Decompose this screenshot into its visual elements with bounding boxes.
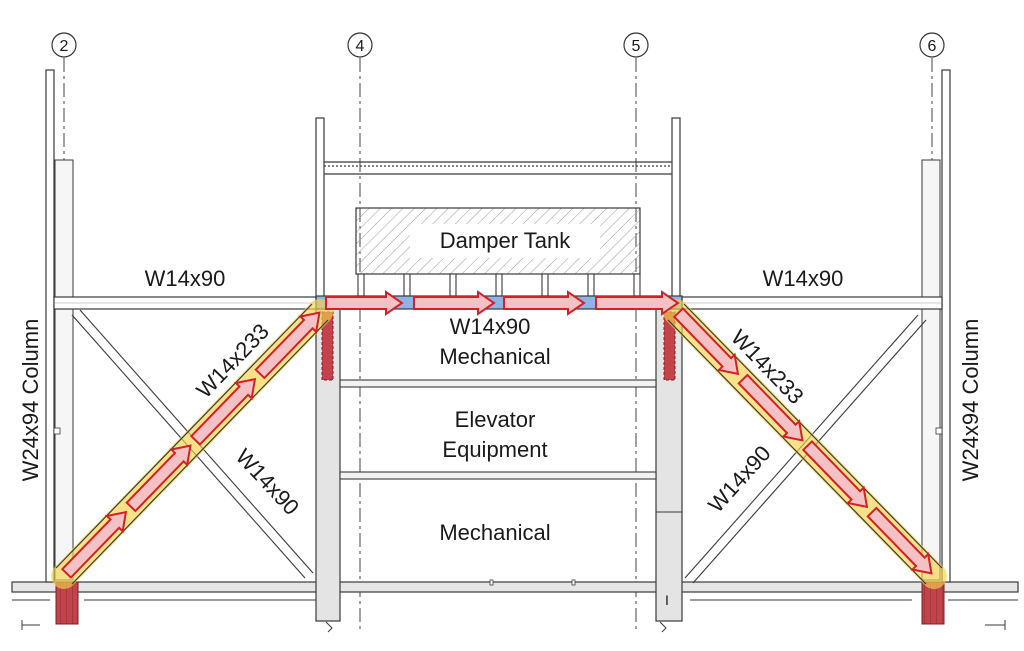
right-brace-arrow-3 [801, 440, 869, 509]
right-light-brace-label: W14x90 [703, 441, 776, 518]
grid-label-2: 2 [60, 38, 69, 55]
room-mechanical-bottom: Mechanical [439, 520, 550, 545]
damper-tank-label: Damper Tank [440, 228, 571, 253]
left-beam [53, 296, 317, 310]
room-mechanical-top: Mechanical [439, 344, 550, 369]
left-brace-arrow-1 [60, 510, 128, 579]
load-path-arrows [60, 290, 933, 579]
right-brace-arrow-2 [737, 373, 804, 442]
damper-tank: Damper Tank [355, 207, 641, 297]
room-elevator-line1: Elevator [455, 407, 536, 432]
center-beam-arrow-3 [503, 290, 586, 316]
grid-label-6: 6 [928, 38, 937, 55]
center-beam-arrow-1 [325, 290, 404, 316]
right-beam [681, 296, 943, 310]
right-brace-arrow-4 [866, 506, 933, 575]
left-light-brace-label: W14x90 [231, 444, 304, 520]
center-beam-arrow-4 [595, 290, 680, 316]
center-beam-label: W14x90 [450, 314, 531, 339]
grid-markers: 2 4 5 6 [51, 32, 945, 630]
left-beam-label: W14x90 [145, 266, 226, 291]
left-brace-arrow-2 [125, 444, 192, 513]
left-brace-arrow-3 [189, 377, 257, 446]
grid-marker-4: 4 [347, 32, 373, 630]
grid-marker-5: 5 [623, 32, 649, 630]
grid-label-4: 4 [356, 38, 365, 55]
room-elevator-line2: Equipment [442, 437, 547, 462]
right-beam-label: W14x90 [763, 266, 844, 291]
left-brace-arrow-4 [254, 311, 321, 380]
core-floors [339, 379, 657, 480]
left-column-label: W24x94 Column [18, 319, 43, 482]
roof-structure [324, 161, 672, 175]
center-beam-arrow-2 [413, 290, 496, 316]
i-beam-symbol: I [665, 592, 669, 608]
right-column [921, 69, 951, 583]
right-brace-arrow-1 [672, 307, 740, 376]
left-column [45, 69, 74, 583]
right-column-label: W24x94 Column [958, 319, 983, 482]
grid-label-5: 5 [632, 38, 641, 55]
ground-slab [11, 579, 1019, 630]
